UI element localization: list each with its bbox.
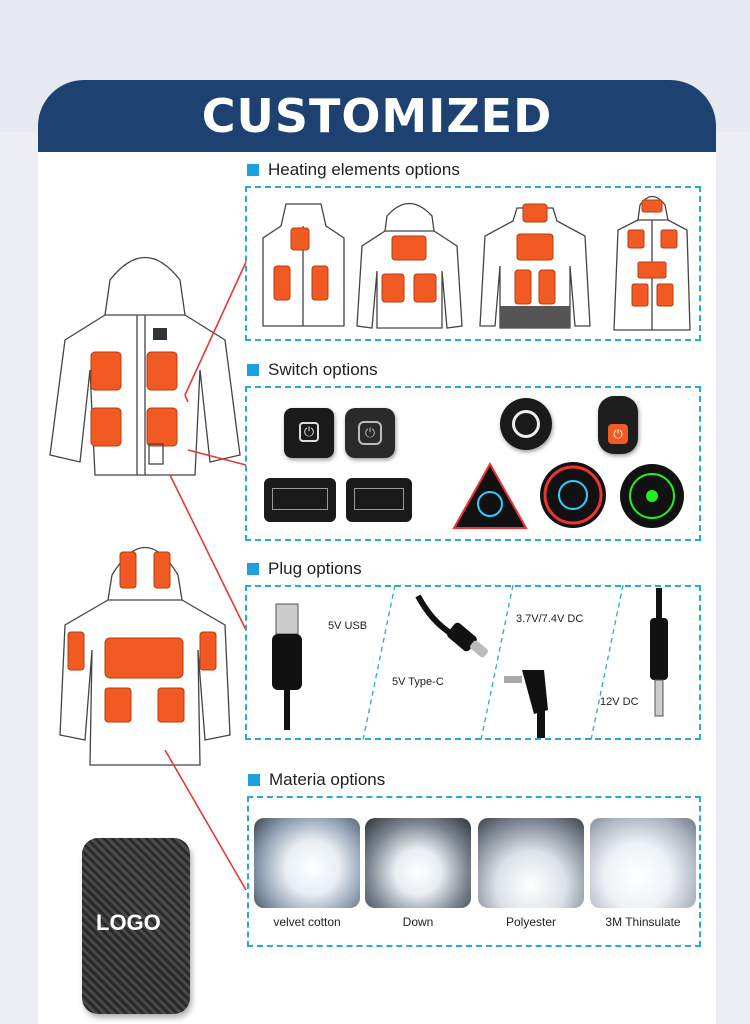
material-option-down[interactable] — [365, 818, 471, 908]
round-green-switch-option[interactable] — [618, 462, 686, 530]
plug-title-text: Plug options — [268, 559, 362, 578]
dc-straight-plug-icon — [650, 588, 668, 717]
type-c-cable-icon — [415, 594, 488, 658]
dual-button-icon — [354, 488, 404, 510]
bullet-square-icon — [247, 364, 259, 376]
heating-section-title: Heating elements options — [247, 160, 460, 180]
hoodie-heating-option[interactable] — [352, 196, 467, 331]
long-coat-heating-option[interactable] — [610, 190, 695, 335]
plug-options-box — [245, 585, 701, 740]
dual-switch-option-2[interactable] — [346, 478, 412, 522]
bullet-square-icon — [248, 774, 260, 786]
usb-plug-label: 5V USB — [328, 620, 368, 632]
material-label-velvet-cotton: velvet cotton — [273, 915, 341, 929]
material-options-box — [247, 796, 701, 947]
heating-title-text: Heating elements options — [268, 160, 460, 179]
dc-37-plug-label: 3.7V/7.4V DC — [516, 613, 584, 625]
usb-cable-icon — [272, 603, 302, 730]
switch-title-text: Switch options — [268, 360, 378, 379]
material-title-text: Materia options — [269, 770, 386, 789]
power-icon: ⏻ — [299, 422, 319, 442]
power-bank-logo: LOGO — [96, 910, 161, 935]
power-icon: ⏻ — [358, 421, 382, 445]
dual-button-icon — [272, 488, 328, 510]
triangle-rgb-switch-option[interactable] — [450, 460, 530, 532]
rounded-switch-option[interactable]: ⏻ — [345, 408, 395, 458]
switch-section-title: Switch options — [247, 360, 378, 380]
material-option-polyester[interactable] — [478, 818, 584, 908]
material-label-polyester: Polyester — [505, 915, 557, 929]
material-option-3m-thinsulate[interactable] — [590, 818, 696, 908]
power-icon: ⏻ — [608, 424, 628, 444]
ring-icon — [512, 410, 540, 438]
plug-section-title: Plug options — [247, 559, 362, 579]
jacket-front-illustration — [49, 256, 241, 476]
material-section-title: Materia options — [248, 770, 385, 790]
sweater-heating-option[interactable] — [475, 196, 595, 331]
banner-title: CUSTOMIZED — [201, 89, 553, 143]
power-bank: LOGO — [82, 838, 190, 1014]
dc-12-plug-label: 12V DC — [600, 696, 639, 708]
oval-switch-option[interactable]: ⏻ — [598, 396, 638, 454]
jacket-back-illustration — [59, 547, 231, 766]
type-c-plug-label: 5V Type-C — [392, 676, 444, 688]
switch-options-box — [245, 386, 701, 541]
material-label-3m-thinsulate: 3M Thinsulate — [605, 915, 681, 929]
material-label-down: Down — [402, 915, 434, 929]
round-rgb-switch-option[interactable] — [538, 460, 608, 530]
dual-switch-option[interactable] — [264, 478, 336, 522]
dc-angled-plug-icon — [504, 670, 548, 738]
heating-options-box — [245, 186, 701, 341]
vest-heating-option[interactable] — [256, 196, 351, 331]
title-banner: CUSTOMIZED — [38, 80, 716, 152]
square-switch-option[interactable]: ⏻ — [284, 408, 334, 458]
heating-pad — [90, 351, 122, 391]
round-switch-option[interactable] — [500, 398, 552, 450]
bullet-square-icon — [247, 563, 259, 575]
material-option-velvet-cotton[interactable] — [254, 818, 360, 908]
bullet-square-icon — [247, 164, 259, 176]
